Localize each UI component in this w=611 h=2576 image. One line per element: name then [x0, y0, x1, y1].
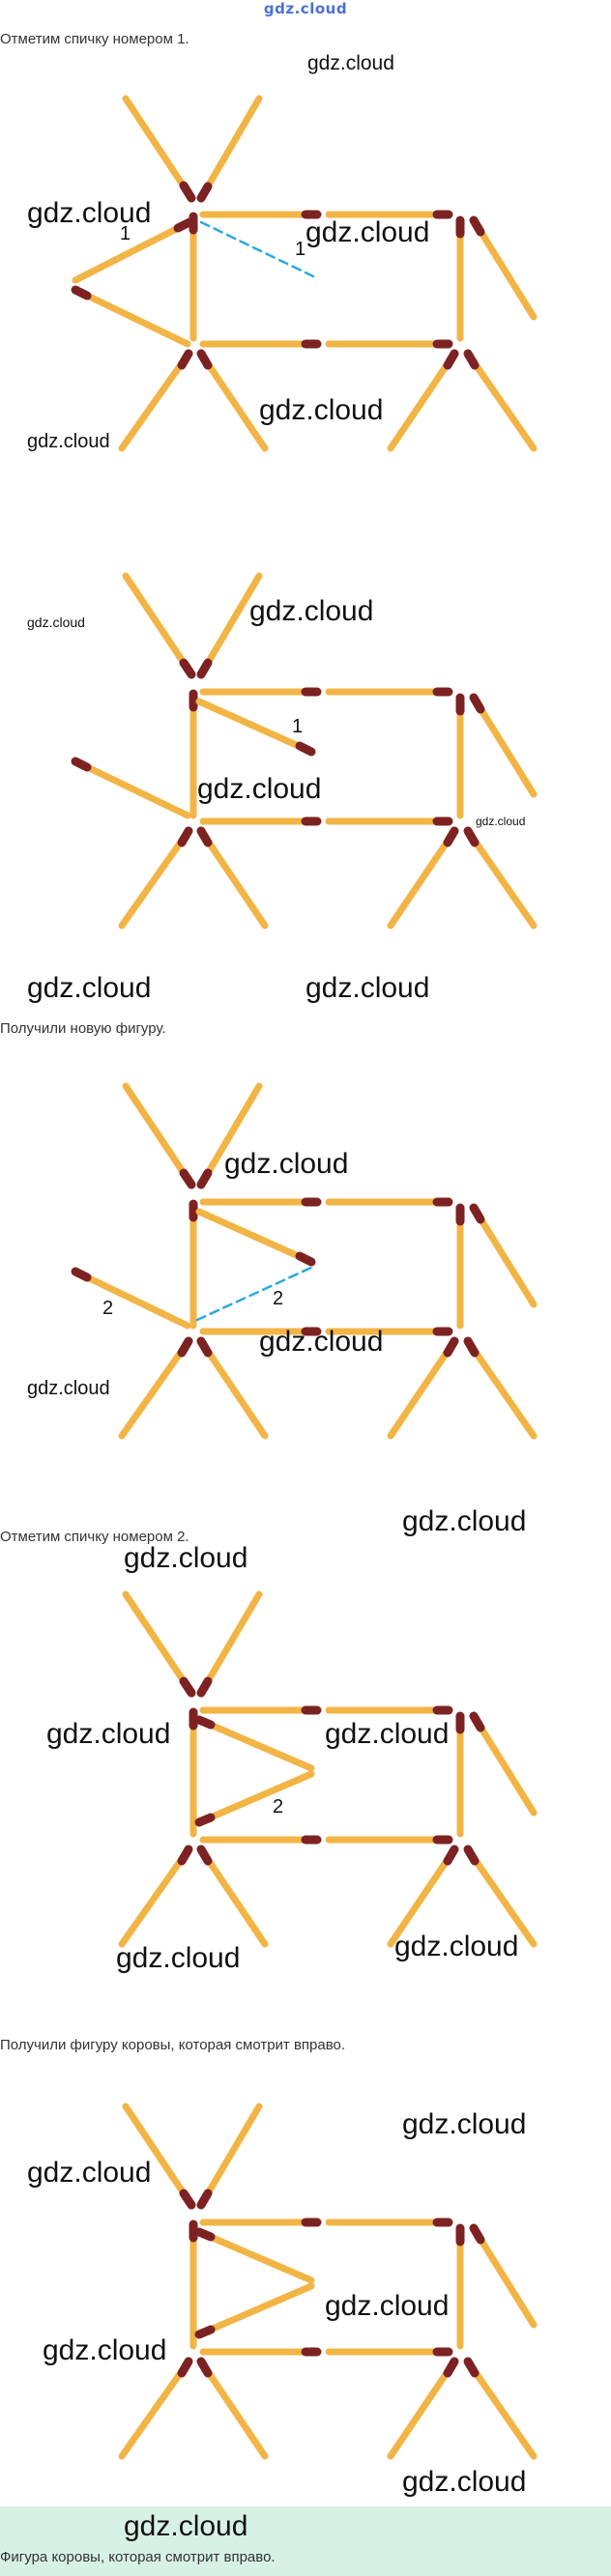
watermark: gdz.cloud	[325, 2290, 450, 2322]
watermark: gdz.cloud	[43, 2334, 167, 2366]
answer-panel: gdz.cloud Фигура коровы, которая смотрит…	[0, 2506, 611, 2576]
match	[196, 826, 269, 930]
match	[122, 95, 196, 203]
match	[463, 826, 538, 930]
caption-mark-two: Отметим спичку номером 2.	[0, 1529, 189, 1545]
match	[71, 757, 191, 819]
match	[118, 1845, 193, 1948]
label-one: 1	[295, 239, 306, 260]
match	[463, 1336, 538, 1440]
match	[387, 1336, 459, 1440]
figure-step-5	[0, 2068, 611, 2493]
match	[118, 826, 193, 930]
match-figure-2	[71, 572, 538, 930]
watermark: gdz.cloud	[259, 394, 384, 426]
watermark: gdz.cloud	[224, 1148, 349, 1180]
match	[118, 349, 193, 452]
match	[196, 1590, 263, 1698]
match	[387, 1845, 459, 1948]
match	[118, 2357, 193, 2460]
label-one: 1	[292, 716, 303, 737]
watermark: gdz.cloud	[306, 972, 430, 1004]
caption-mark-one: Отметим спичку номером 1.	[0, 31, 189, 47]
watermark: gdz.cloud	[27, 1378, 110, 1399]
match-figure-3	[71, 1082, 538, 1440]
match	[194, 1715, 315, 1772]
watermark: gdz.cloud	[394, 1931, 519, 1962]
figure-step-3: 2 2	[0, 1073, 611, 1498]
match-figure-5	[118, 2103, 538, 2460]
figure-step-1: 1 1	[0, 58, 611, 483]
watermark: gdz.cloud	[46, 1718, 171, 1750]
match	[71, 1267, 191, 1330]
match	[469, 1711, 538, 1817]
match	[469, 215, 538, 321]
label-two: 2	[273, 1796, 283, 1818]
match	[122, 2103, 196, 2210]
match	[194, 2282, 315, 2339]
figure-step-2: 1	[0, 541, 611, 966]
watermark: gdz.cloud	[124, 2510, 248, 2542]
watermark: gdz.cloud	[306, 216, 430, 248]
watermark: gdz.cloud	[307, 52, 394, 74]
caption-got-cow: Получили фигуру коровы, которая смотрит …	[0, 2037, 346, 2053]
watermark: gdz.cloud	[259, 1326, 384, 1358]
match	[463, 2357, 538, 2460]
match	[118, 1336, 193, 1440]
match	[387, 2357, 459, 2460]
figure-step-4: 2	[0, 1585, 611, 2010]
watermark: gdz.cloud	[27, 2157, 152, 2189]
watermark: gdz.cloud	[27, 431, 110, 452]
caption-final: Фигура коровы, которая смотрит вправо.	[0, 2549, 276, 2565]
watermark: gdz.cloud	[27, 972, 152, 1004]
match	[469, 1203, 538, 1308]
match	[195, 1208, 316, 1267]
match	[194, 2227, 315, 2284]
watermark: gdz.cloud	[197, 773, 322, 805]
dashed-guide-line	[199, 220, 315, 278]
match	[196, 1845, 269, 1948]
match	[196, 1082, 263, 1189]
watermark: gdz.cloud	[402, 2108, 527, 2140]
label-two: 2	[102, 1298, 113, 1319]
match	[387, 826, 459, 930]
label-one: 1	[120, 223, 131, 244]
match	[196, 572, 263, 679]
match	[196, 2357, 269, 2460]
match	[196, 95, 263, 203]
watermark: gdz.cloud	[325, 1718, 450, 1750]
dashed-guide-line	[195, 1264, 317, 1322]
watermark: gdz.cloud	[402, 2466, 527, 2498]
match	[463, 349, 538, 452]
watermark: gdz.cloud	[116, 1942, 241, 1974]
watermark: gdz.cloud	[402, 1505, 527, 1537]
match	[469, 693, 538, 798]
match	[71, 285, 191, 348]
match	[122, 1590, 196, 1698]
match	[72, 217, 194, 284]
match	[195, 698, 316, 757]
match-figure-1	[71, 95, 538, 452]
match	[196, 1336, 269, 1440]
match	[194, 1770, 315, 1827]
watermark: gdz.cloud	[124, 1542, 248, 1574]
match-figure-4	[118, 1590, 538, 1948]
site-logo[interactable]: gdz.cloud	[263, 0, 348, 17]
match	[122, 572, 196, 679]
match	[387, 349, 459, 452]
watermark: gdz.cloud	[476, 815, 526, 828]
match	[196, 349, 269, 452]
match	[463, 1845, 538, 1948]
label-two: 2	[273, 1288, 283, 1309]
watermark: gdz.cloud	[27, 197, 152, 229]
watermark: gdz.cloud	[249, 595, 374, 627]
caption-got-new: Получили новую фигуру.	[0, 1020, 166, 1037]
match	[122, 1082, 196, 1189]
watermark: gdz.cloud	[27, 615, 85, 630]
match	[469, 2223, 538, 2329]
match	[196, 2103, 263, 2210]
